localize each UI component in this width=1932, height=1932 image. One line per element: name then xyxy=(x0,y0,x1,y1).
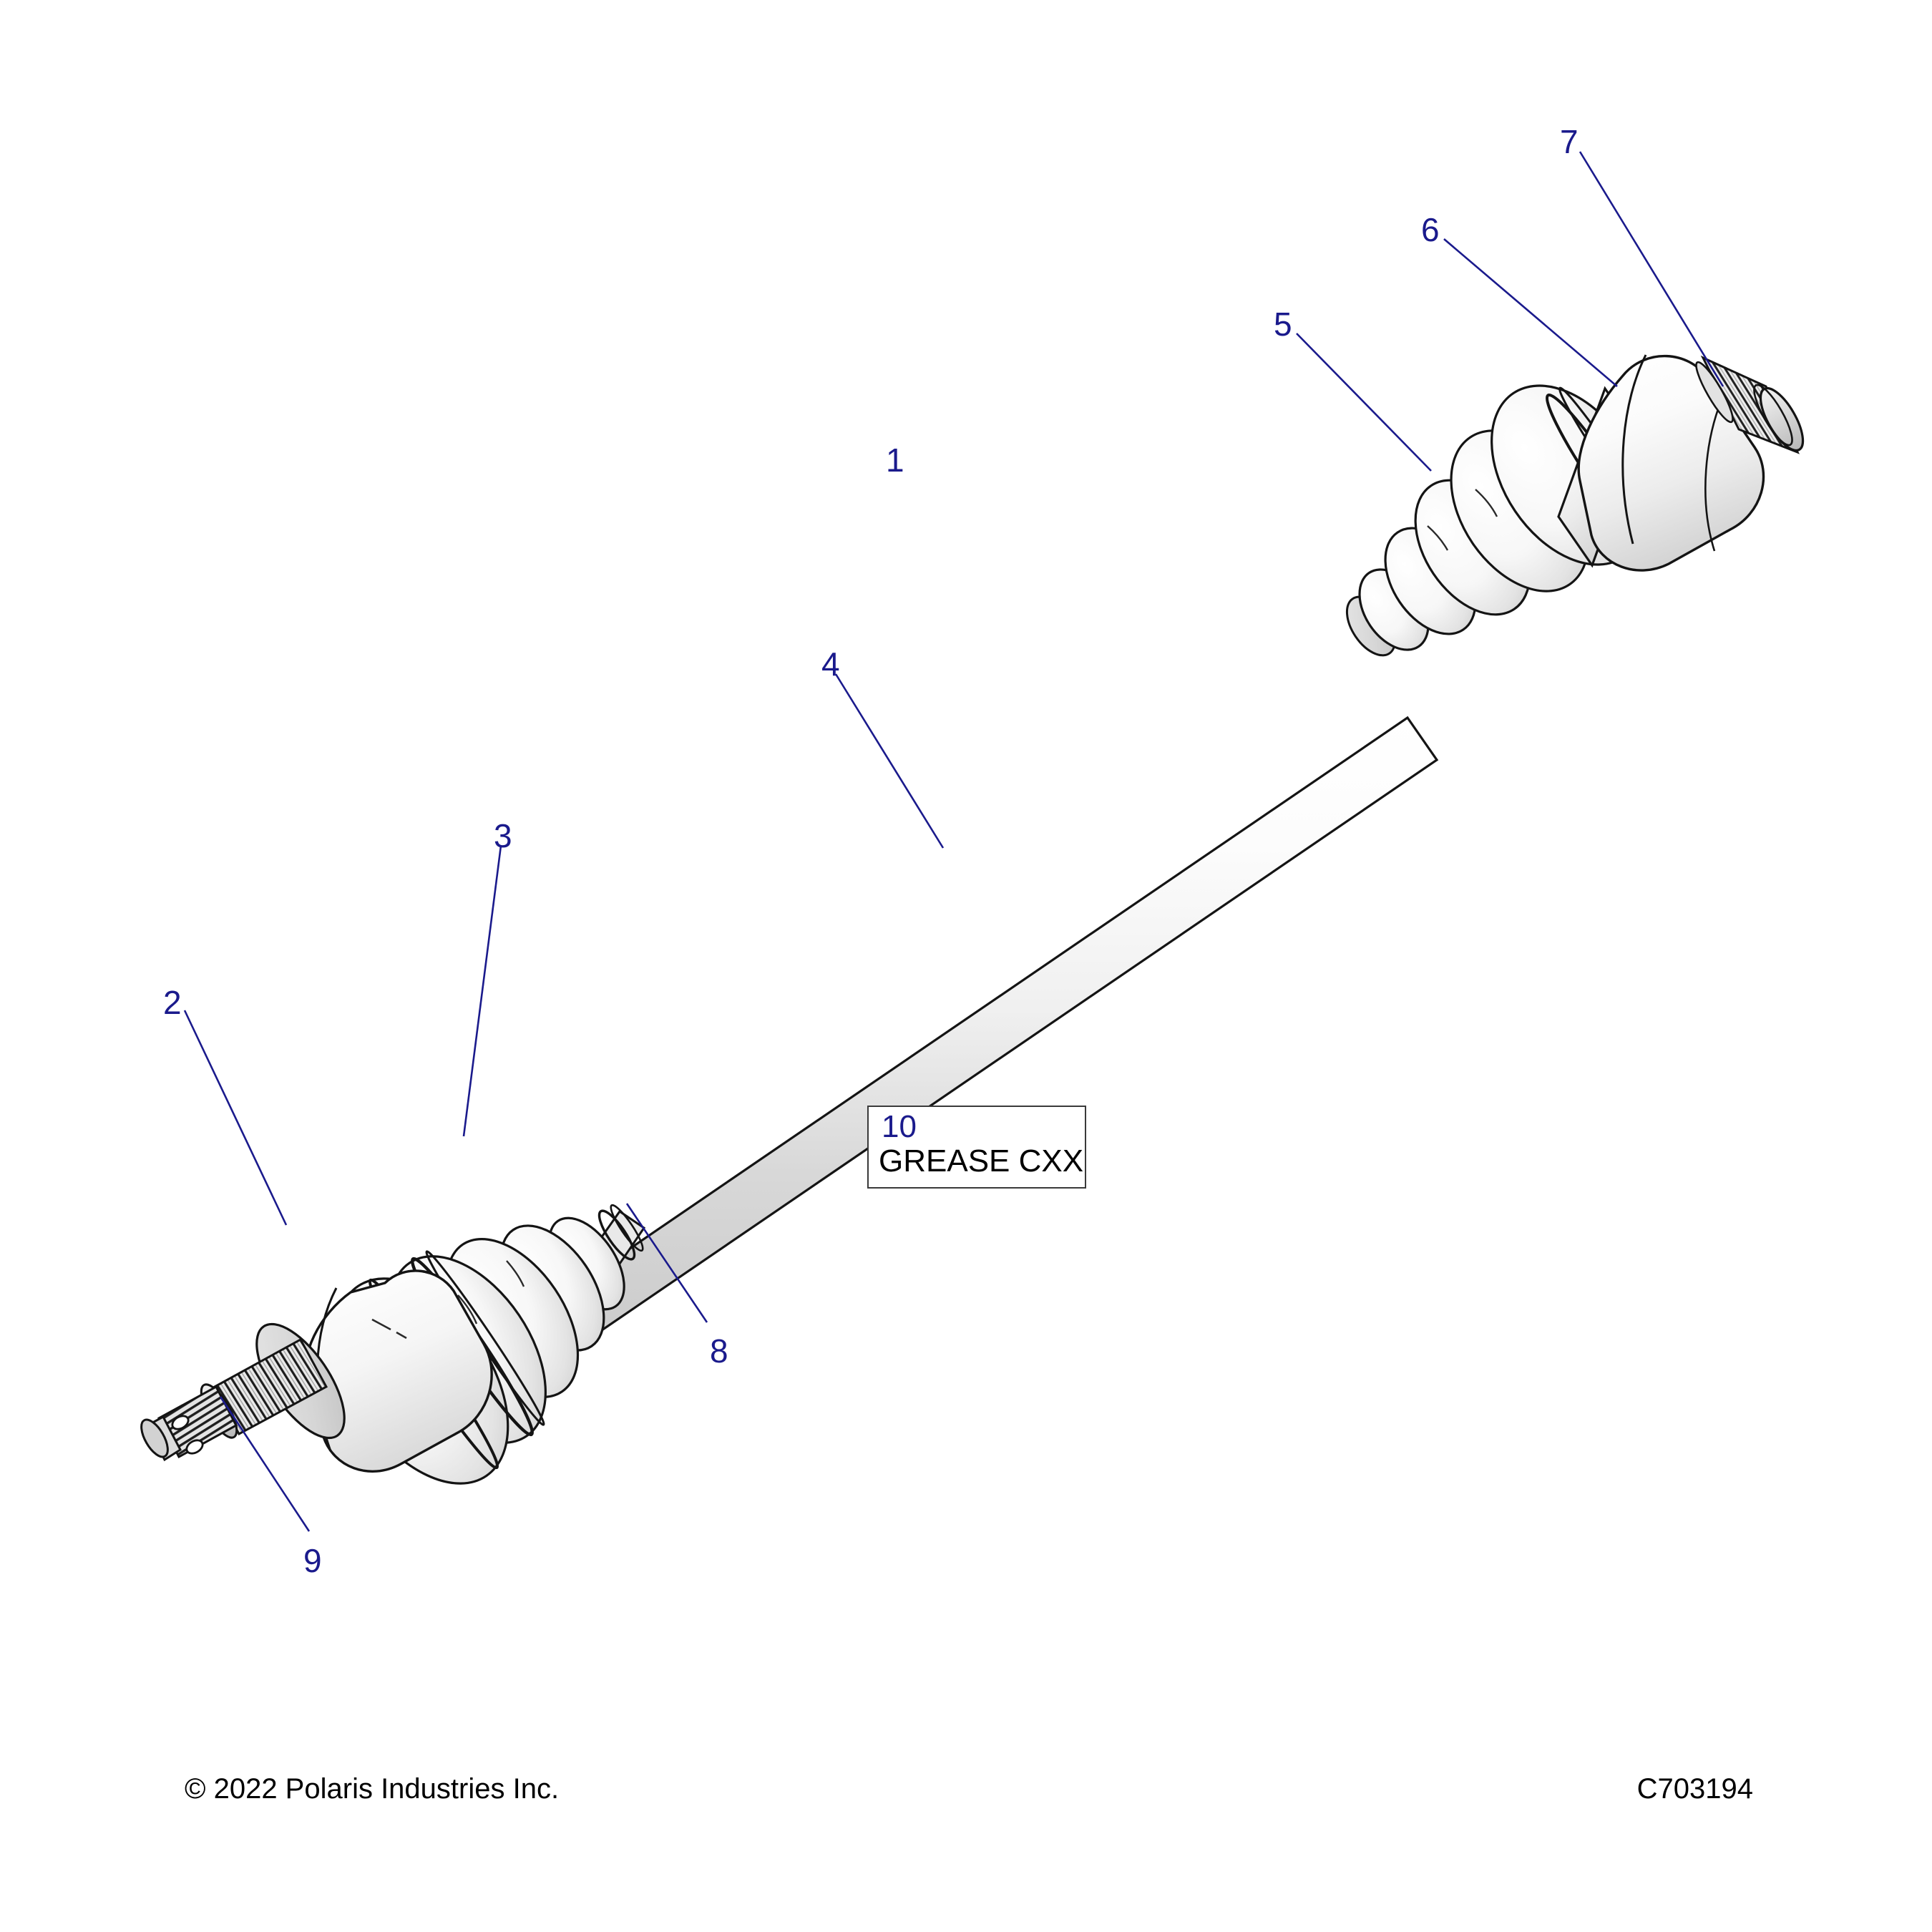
leader-line-9 xyxy=(219,1396,311,1532)
callout-number-9: 9 xyxy=(303,1542,322,1579)
drive-shaft-bar xyxy=(542,716,1439,1352)
callout-number-4: 4 xyxy=(821,645,840,683)
inboard-cv-joint-assembly xyxy=(140,1204,646,1485)
leader-line-3 xyxy=(462,845,502,1137)
leader-line-5 xyxy=(1296,333,1432,472)
callout-leader-lines xyxy=(183,151,1724,1532)
callout-number-6: 6 xyxy=(1421,211,1440,248)
leader-line-7 xyxy=(1579,151,1724,387)
callout-number-7: 7 xyxy=(1560,123,1579,160)
callout-number-1: 1 xyxy=(886,441,904,479)
outboard-splined-stub xyxy=(1695,355,1805,454)
leader-line-4 xyxy=(834,673,945,849)
outboard-cv-joint-assembly xyxy=(1345,354,1805,657)
callout-number-2: 2 xyxy=(163,984,182,1021)
callout-number-5: 5 xyxy=(1274,306,1292,343)
grease-note-box: 10 GREASE CXX xyxy=(867,1106,1086,1189)
leader-line-2 xyxy=(183,1010,288,1226)
grease-note-number: 10 xyxy=(882,1109,917,1144)
leader-line-8 xyxy=(625,1203,708,1323)
threaded-shaft-tip xyxy=(140,1385,238,1462)
callout-number-8: 8 xyxy=(710,1332,728,1370)
drawing-number: C703194 xyxy=(1636,1773,1753,1805)
copyright-notice: © 2022 Polaris Industries Inc. xyxy=(185,1773,560,1805)
callout-number-3: 3 xyxy=(494,817,512,854)
leader-line-6 xyxy=(1443,238,1618,387)
grease-note-text: GREASE CXX xyxy=(879,1143,1084,1179)
